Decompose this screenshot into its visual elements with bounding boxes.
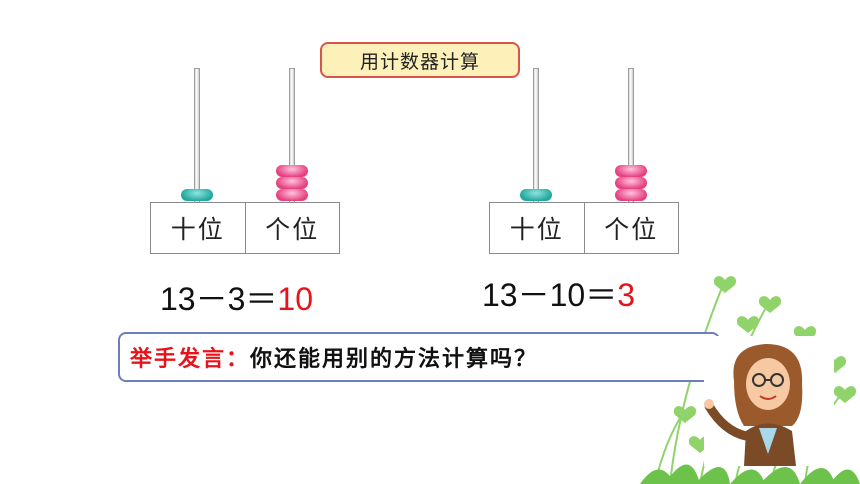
ones-label: 个位 xyxy=(583,203,679,253)
equation-expression: 13－10＝ xyxy=(482,277,618,313)
title-tag: 用计数器计算 xyxy=(320,42,520,78)
ones-bead xyxy=(615,189,647,201)
ones-label: 个位 xyxy=(244,203,340,253)
equation-left: 13－3＝10 xyxy=(160,274,313,320)
tens-bead xyxy=(520,189,552,201)
tens-label: 十位 xyxy=(509,215,564,244)
equation-answer: 10 xyxy=(277,281,313,317)
teacher-illustration xyxy=(704,336,834,466)
equation-right: 13－10＝3 xyxy=(482,270,635,316)
tens-bead xyxy=(181,189,213,201)
ones-bead xyxy=(615,165,647,177)
tens-label: 十位 xyxy=(170,215,225,244)
abacus-right: 十位 个位 xyxy=(489,68,679,254)
place-value-base: 十位 个位 xyxy=(489,202,679,254)
equation-answer: 3 xyxy=(617,277,635,313)
abacus-left: 十位 个位 xyxy=(150,68,340,254)
tens-rod xyxy=(533,68,539,206)
ones-bead xyxy=(615,177,647,189)
equation-expression: 13－3＝ xyxy=(160,281,278,317)
speech-callout: 举手发言：你还能用别的方法计算吗？ xyxy=(118,332,720,382)
ones-bead xyxy=(276,165,308,177)
ones-bead xyxy=(276,177,308,189)
prompt-question: 你还能用别的方法计算吗？ xyxy=(250,347,539,372)
prompt-label: 举手发言： xyxy=(130,347,251,372)
ones-bead xyxy=(276,189,308,201)
tens-rod xyxy=(194,68,200,206)
place-value-base: 十位 个位 xyxy=(150,202,340,254)
